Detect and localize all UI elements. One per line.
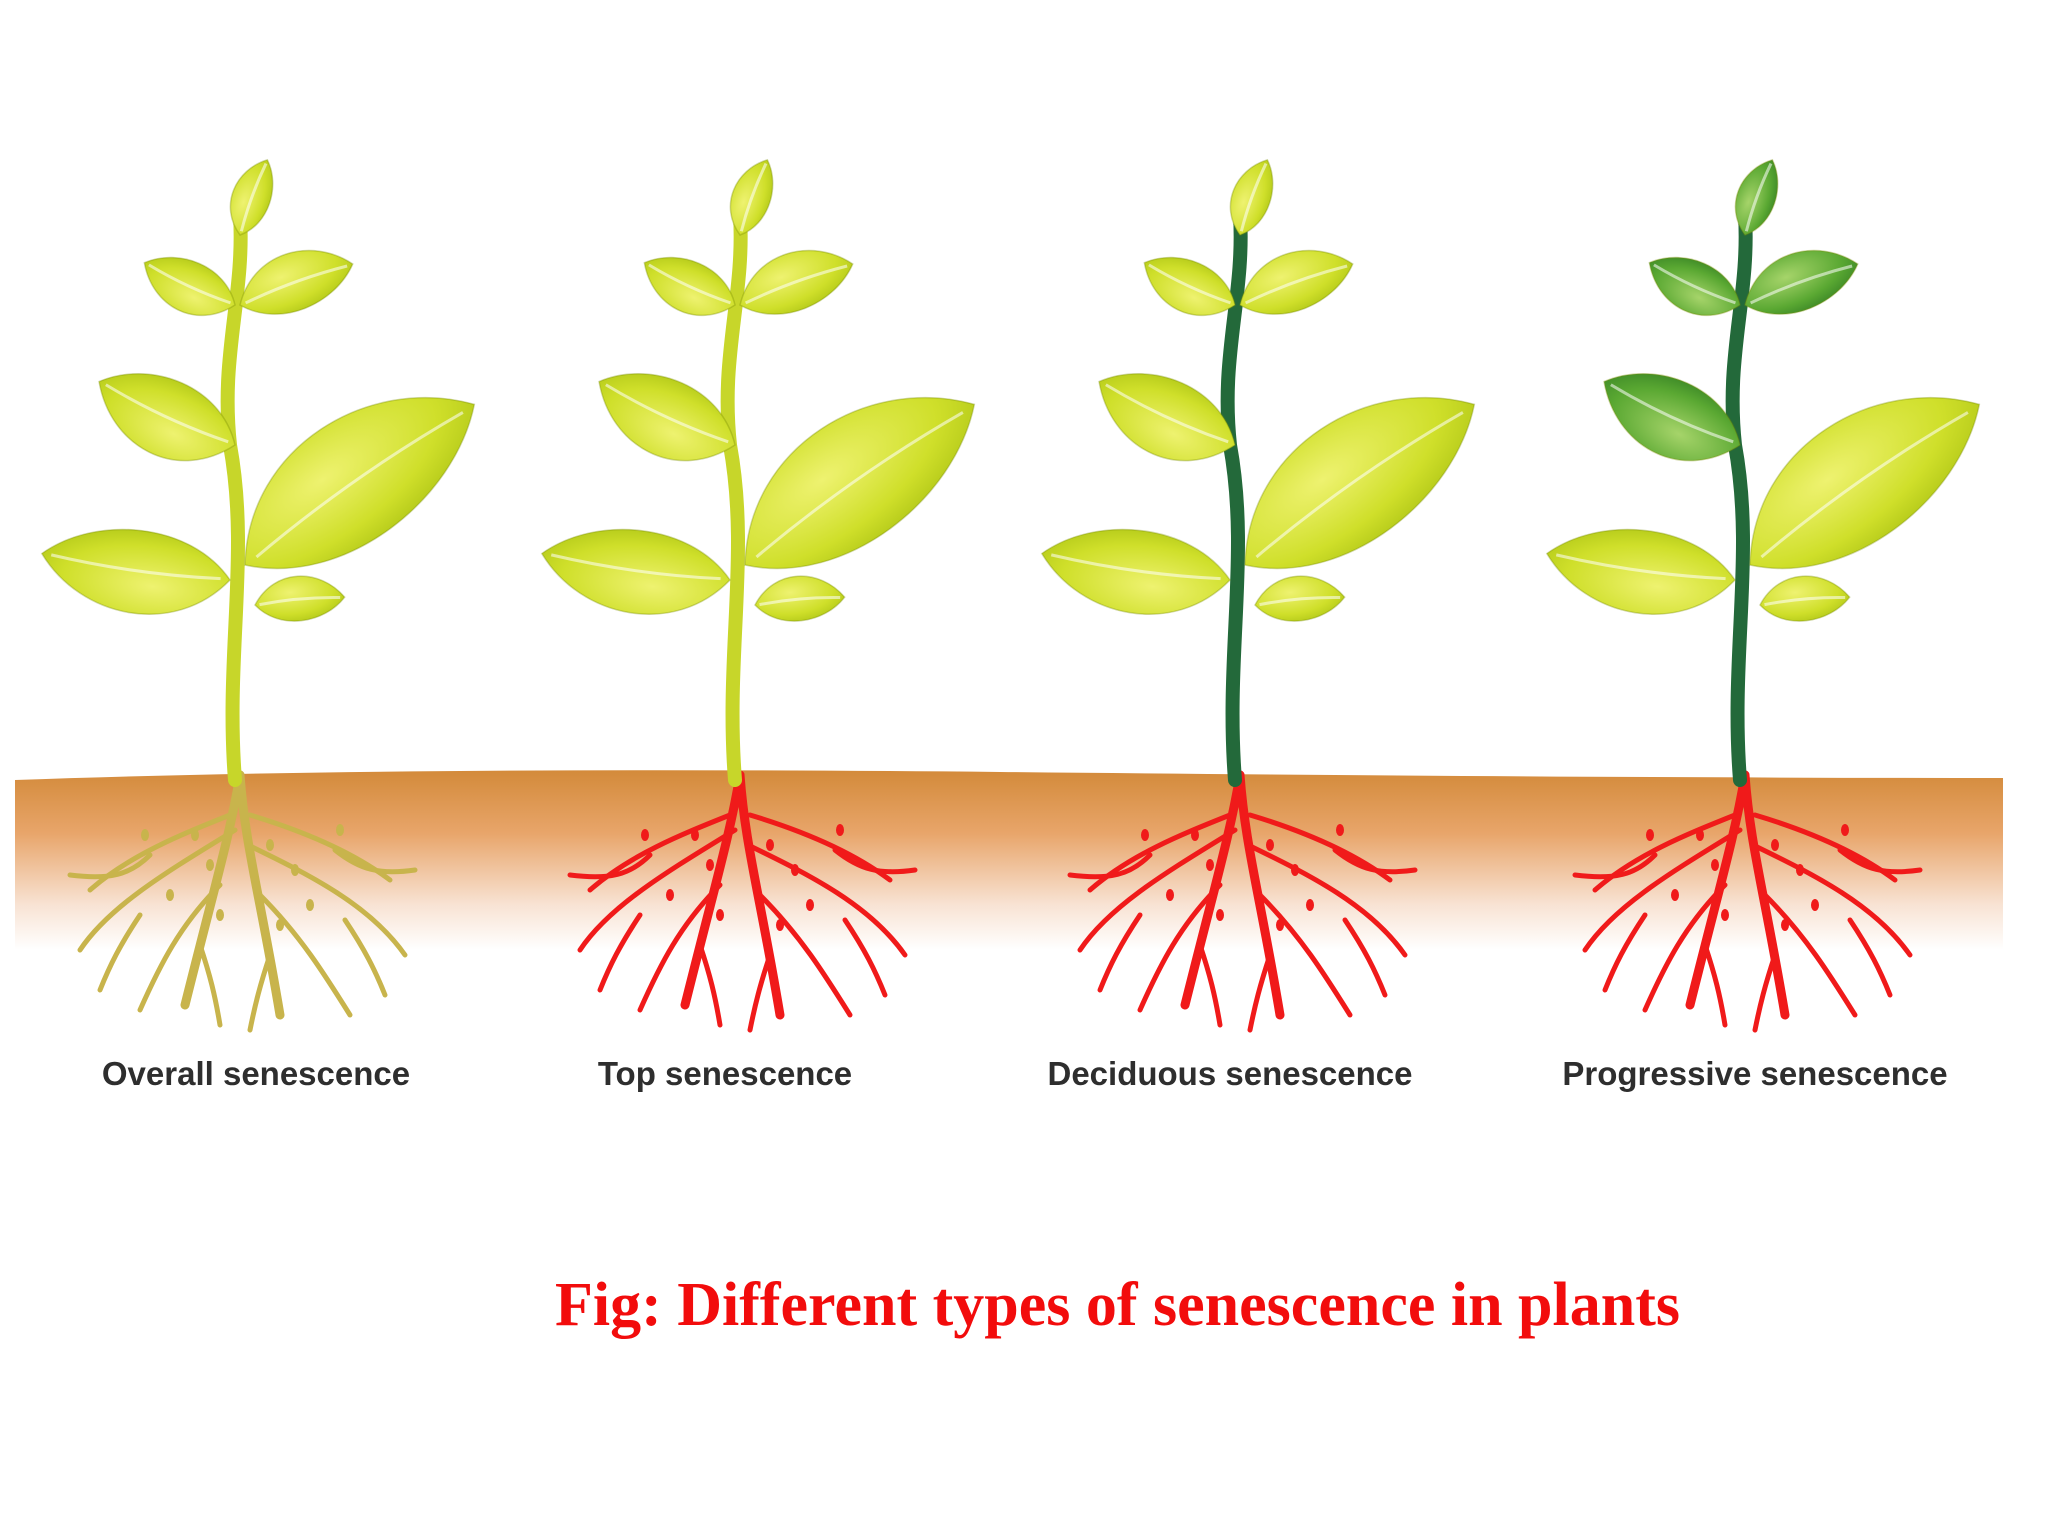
plant-2-leaf-left-lower: [540, 528, 731, 615]
plant-3-stem: [1220, 208, 1248, 787]
plant-1-leaf-small: [254, 575, 346, 622]
plant-2-leaf-top-right: [739, 249, 854, 315]
plant-2-stem: [720, 208, 748, 787]
plant-4-stem: [1725, 208, 1753, 787]
plant-4-leaf-top-left: [1648, 256, 1741, 317]
label-top-senescence: Top senescence: [597, 1055, 853, 1092]
plant-4-leaf-small: [1759, 575, 1851, 622]
plants-group: [40, 158, 1981, 1033]
plant-1-leaf-top-right: [239, 249, 354, 315]
label-progressive-senescence: Progressive senescence: [1562, 1055, 1948, 1092]
label-deciduous-senescence: Deciduous senescence: [1047, 1055, 1413, 1092]
plant-1-leaf-large: [244, 396, 476, 570]
plant-3-leaf-left-lower: [1040, 528, 1231, 615]
plant-2-leaf-left-upper: [598, 373, 736, 462]
plant-2-roots: [567, 770, 918, 1033]
plant-1-roots: [67, 770, 418, 1033]
plant-4-roots: [1572, 770, 1923, 1033]
plant-2-leaf-top-left: [643, 256, 736, 317]
plant-1-leaf-apex: [229, 158, 274, 236]
plant-3-leaf-top-left: [1143, 256, 1236, 317]
soil-band: [15, 770, 2003, 950]
plant-3-leaf-top-right: [1239, 249, 1354, 315]
plant-1-stem: [220, 208, 248, 787]
plant-4-leaf-large: [1749, 396, 1981, 570]
plant-4-leaf-left-upper: [1603, 373, 1741, 462]
plant-3-leaf-apex: [1229, 158, 1274, 236]
plant-1-leaf-left-lower: [40, 528, 231, 615]
plant-2-leaf-apex: [729, 158, 774, 236]
plant-3-leaf-left-upper: [1098, 373, 1236, 462]
plant-2-leaf-large: [744, 396, 976, 570]
plant-1-leaf-top-left: [143, 256, 236, 317]
plant-3-leaf-small: [1254, 575, 1346, 622]
plant-2: [540, 158, 976, 1033]
plant-2-leaf-small: [754, 575, 846, 622]
plant-4-leaf-top-right: [1744, 249, 1859, 315]
figure-caption: Fig: Different types of senescence in pl…: [555, 1271, 1681, 1339]
plant-3-roots: [1067, 770, 1418, 1033]
label-overall-senescence: Overall senescence: [101, 1055, 411, 1092]
plant-4: [1545, 158, 1981, 1033]
plant-3: [1040, 158, 1476, 1033]
plant-1: [40, 158, 476, 1033]
plant-3-leaf-large: [1244, 396, 1476, 570]
plant-4-leaf-left-lower: [1545, 528, 1736, 615]
plant-4-leaf-apex: [1734, 158, 1779, 236]
plant-1-leaf-left-upper: [98, 373, 236, 462]
